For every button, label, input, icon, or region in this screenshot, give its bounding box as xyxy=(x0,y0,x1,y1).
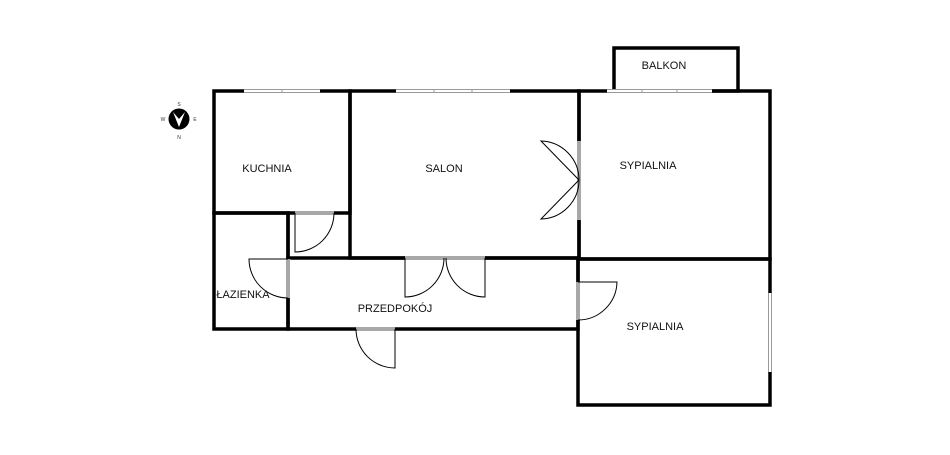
compass-east: E xyxy=(193,117,197,123)
bedroom-1-window xyxy=(607,89,712,93)
room-label-sypialnia-2: SYPIALNIA xyxy=(627,321,685,333)
hallway-walls xyxy=(286,256,580,331)
bedroom-2-window xyxy=(768,293,772,372)
walls xyxy=(212,46,772,407)
room-label-lazienka: ŁAZIENKA xyxy=(216,289,270,301)
kitchen-window xyxy=(244,89,320,93)
doors xyxy=(248,140,618,369)
compass-west: W xyxy=(161,117,166,123)
room-label-balkon: BALKON xyxy=(642,60,687,72)
room-label-kuchnia: KUCHNIA xyxy=(242,163,292,175)
hallway-bedroom-2-door xyxy=(575,281,618,321)
room-labels: BALKON KUCHNIA SALON SYPIALNIA ŁAZIENKA … xyxy=(216,60,686,333)
room-label-przedpokoj: PRZEDPOKÓJ xyxy=(358,302,433,315)
salon-bedroom-double-door xyxy=(539,140,582,220)
salon-window xyxy=(396,89,510,93)
kitchen-walls xyxy=(212,89,352,215)
room-label-sypialnia-1: SYPIALNIA xyxy=(620,160,678,172)
compass-icon: N S W E xyxy=(161,102,198,141)
windows xyxy=(244,89,772,372)
salon-hallway-double-door xyxy=(404,255,486,298)
room-label-salon: SALON xyxy=(425,163,462,175)
bedroom-1-walls xyxy=(577,89,772,261)
compass-north: N xyxy=(177,135,181,141)
bathroom-hallway-door xyxy=(248,258,291,299)
compass-south: S xyxy=(177,102,181,108)
salon-walls xyxy=(348,89,581,260)
kitchen-hallway-door xyxy=(294,210,335,253)
entrance-door xyxy=(355,326,396,369)
